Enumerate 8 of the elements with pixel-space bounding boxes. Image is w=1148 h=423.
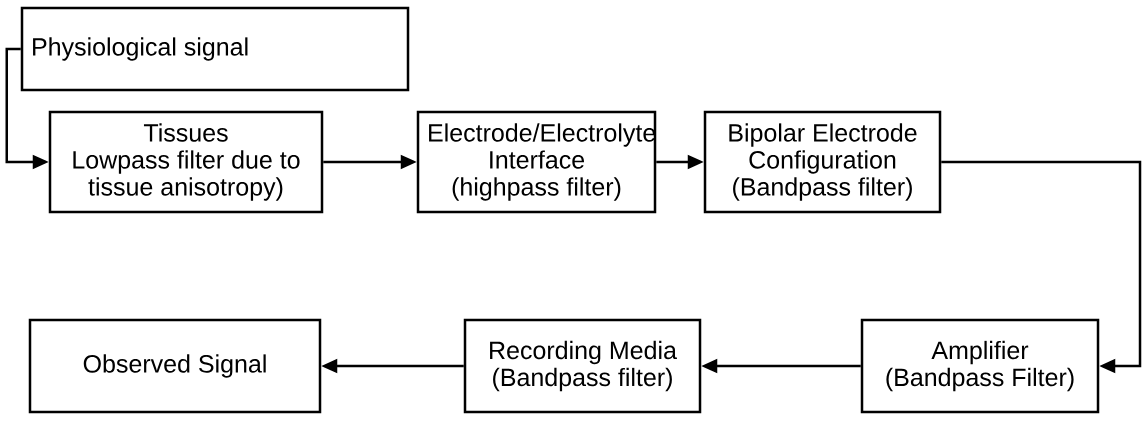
process-box: Observed Signal [28, 318, 322, 414]
arrow [941, 160, 1142, 374]
process-box: Physiological signal [20, 6, 410, 92]
process-box: Amplifier (Bandpass Filter) [860, 318, 1100, 414]
process-box: Bipolar Electrode Configuration (Bandpass filter) [703, 110, 942, 214]
process-box: Electrode/Electrolyte Interface (highpass filter) [416, 110, 657, 214]
process-box: Tissues Lowpass filter due to tissue anisotropy) [48, 110, 324, 214]
process-box: Recording Media (Bandpass filter) [463, 318, 702, 414]
